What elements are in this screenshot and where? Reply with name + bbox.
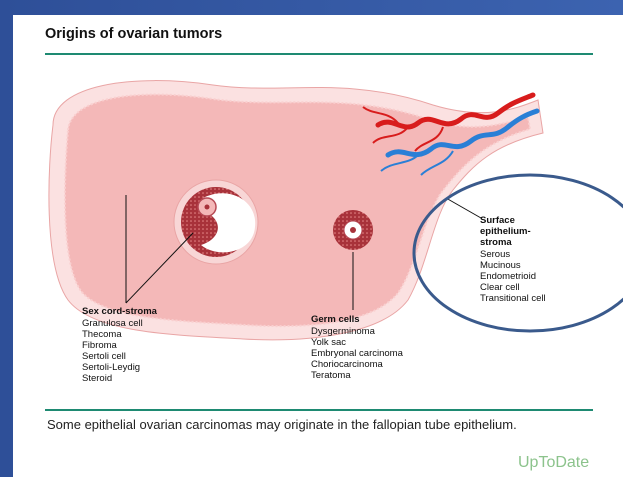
surface-item: Serous <box>480 249 510 260</box>
uptodate-logo: UpToDate <box>518 454 589 472</box>
leader-line <box>446 198 481 218</box>
sex-cord-item: Thecoma <box>82 329 122 340</box>
surface-label-group: Surface epithelium- stroma Serous Mucino… <box>480 215 546 304</box>
figure-caption: Some epithelial ovarian carcinomas may o… <box>47 417 567 433</box>
germ-cell-item: Teratoma <box>311 370 351 381</box>
germ-cell-item: Yolk sac <box>311 337 346 348</box>
sex-cord-item: Granulosa cell <box>82 318 143 329</box>
surface-title: Surface <box>480 215 515 226</box>
surface-item: Endometrioid <box>480 271 536 282</box>
ovary-stroma <box>65 95 530 327</box>
highlight-ring <box>414 175 623 331</box>
surface-title: epithelium- <box>480 226 531 237</box>
germ-cell-follicle <box>333 210 373 250</box>
surface-title: stroma <box>480 237 512 248</box>
germ-cell-item: Dysgerminoma <box>311 326 376 337</box>
ovary-diagram: Sex cord-stroma Granulosa cell Thecoma F… <box>13 15 623 405</box>
large-follicle <box>174 180 258 264</box>
sex-cord-item: Sertoli-Leydig <box>82 362 140 373</box>
caption-divider <box>45 409 593 411</box>
germ-cell-title: Germ cells <box>311 314 360 325</box>
surface-item: Clear cell <box>480 282 520 293</box>
sex-cord-item: Fibroma <box>82 340 118 351</box>
surface-item: Transitional cell <box>480 293 546 304</box>
figure-panel: Origins of ovarian tumors <box>13 15 623 477</box>
sex-cord-item: Steroid <box>82 373 112 384</box>
germ-cell-item: Embryonal carcinoma <box>311 348 404 359</box>
sex-cord-title: Sex cord-stroma <box>82 306 158 317</box>
germ-cell-label-group: Germ cells Dysgerminoma Yolk sac Embryon… <box>311 314 404 381</box>
sex-cord-item: Sertoli cell <box>82 351 126 362</box>
germ-cell-item: Choriocarcinoma <box>311 359 384 370</box>
surface-item: Mucinous <box>480 260 521 271</box>
